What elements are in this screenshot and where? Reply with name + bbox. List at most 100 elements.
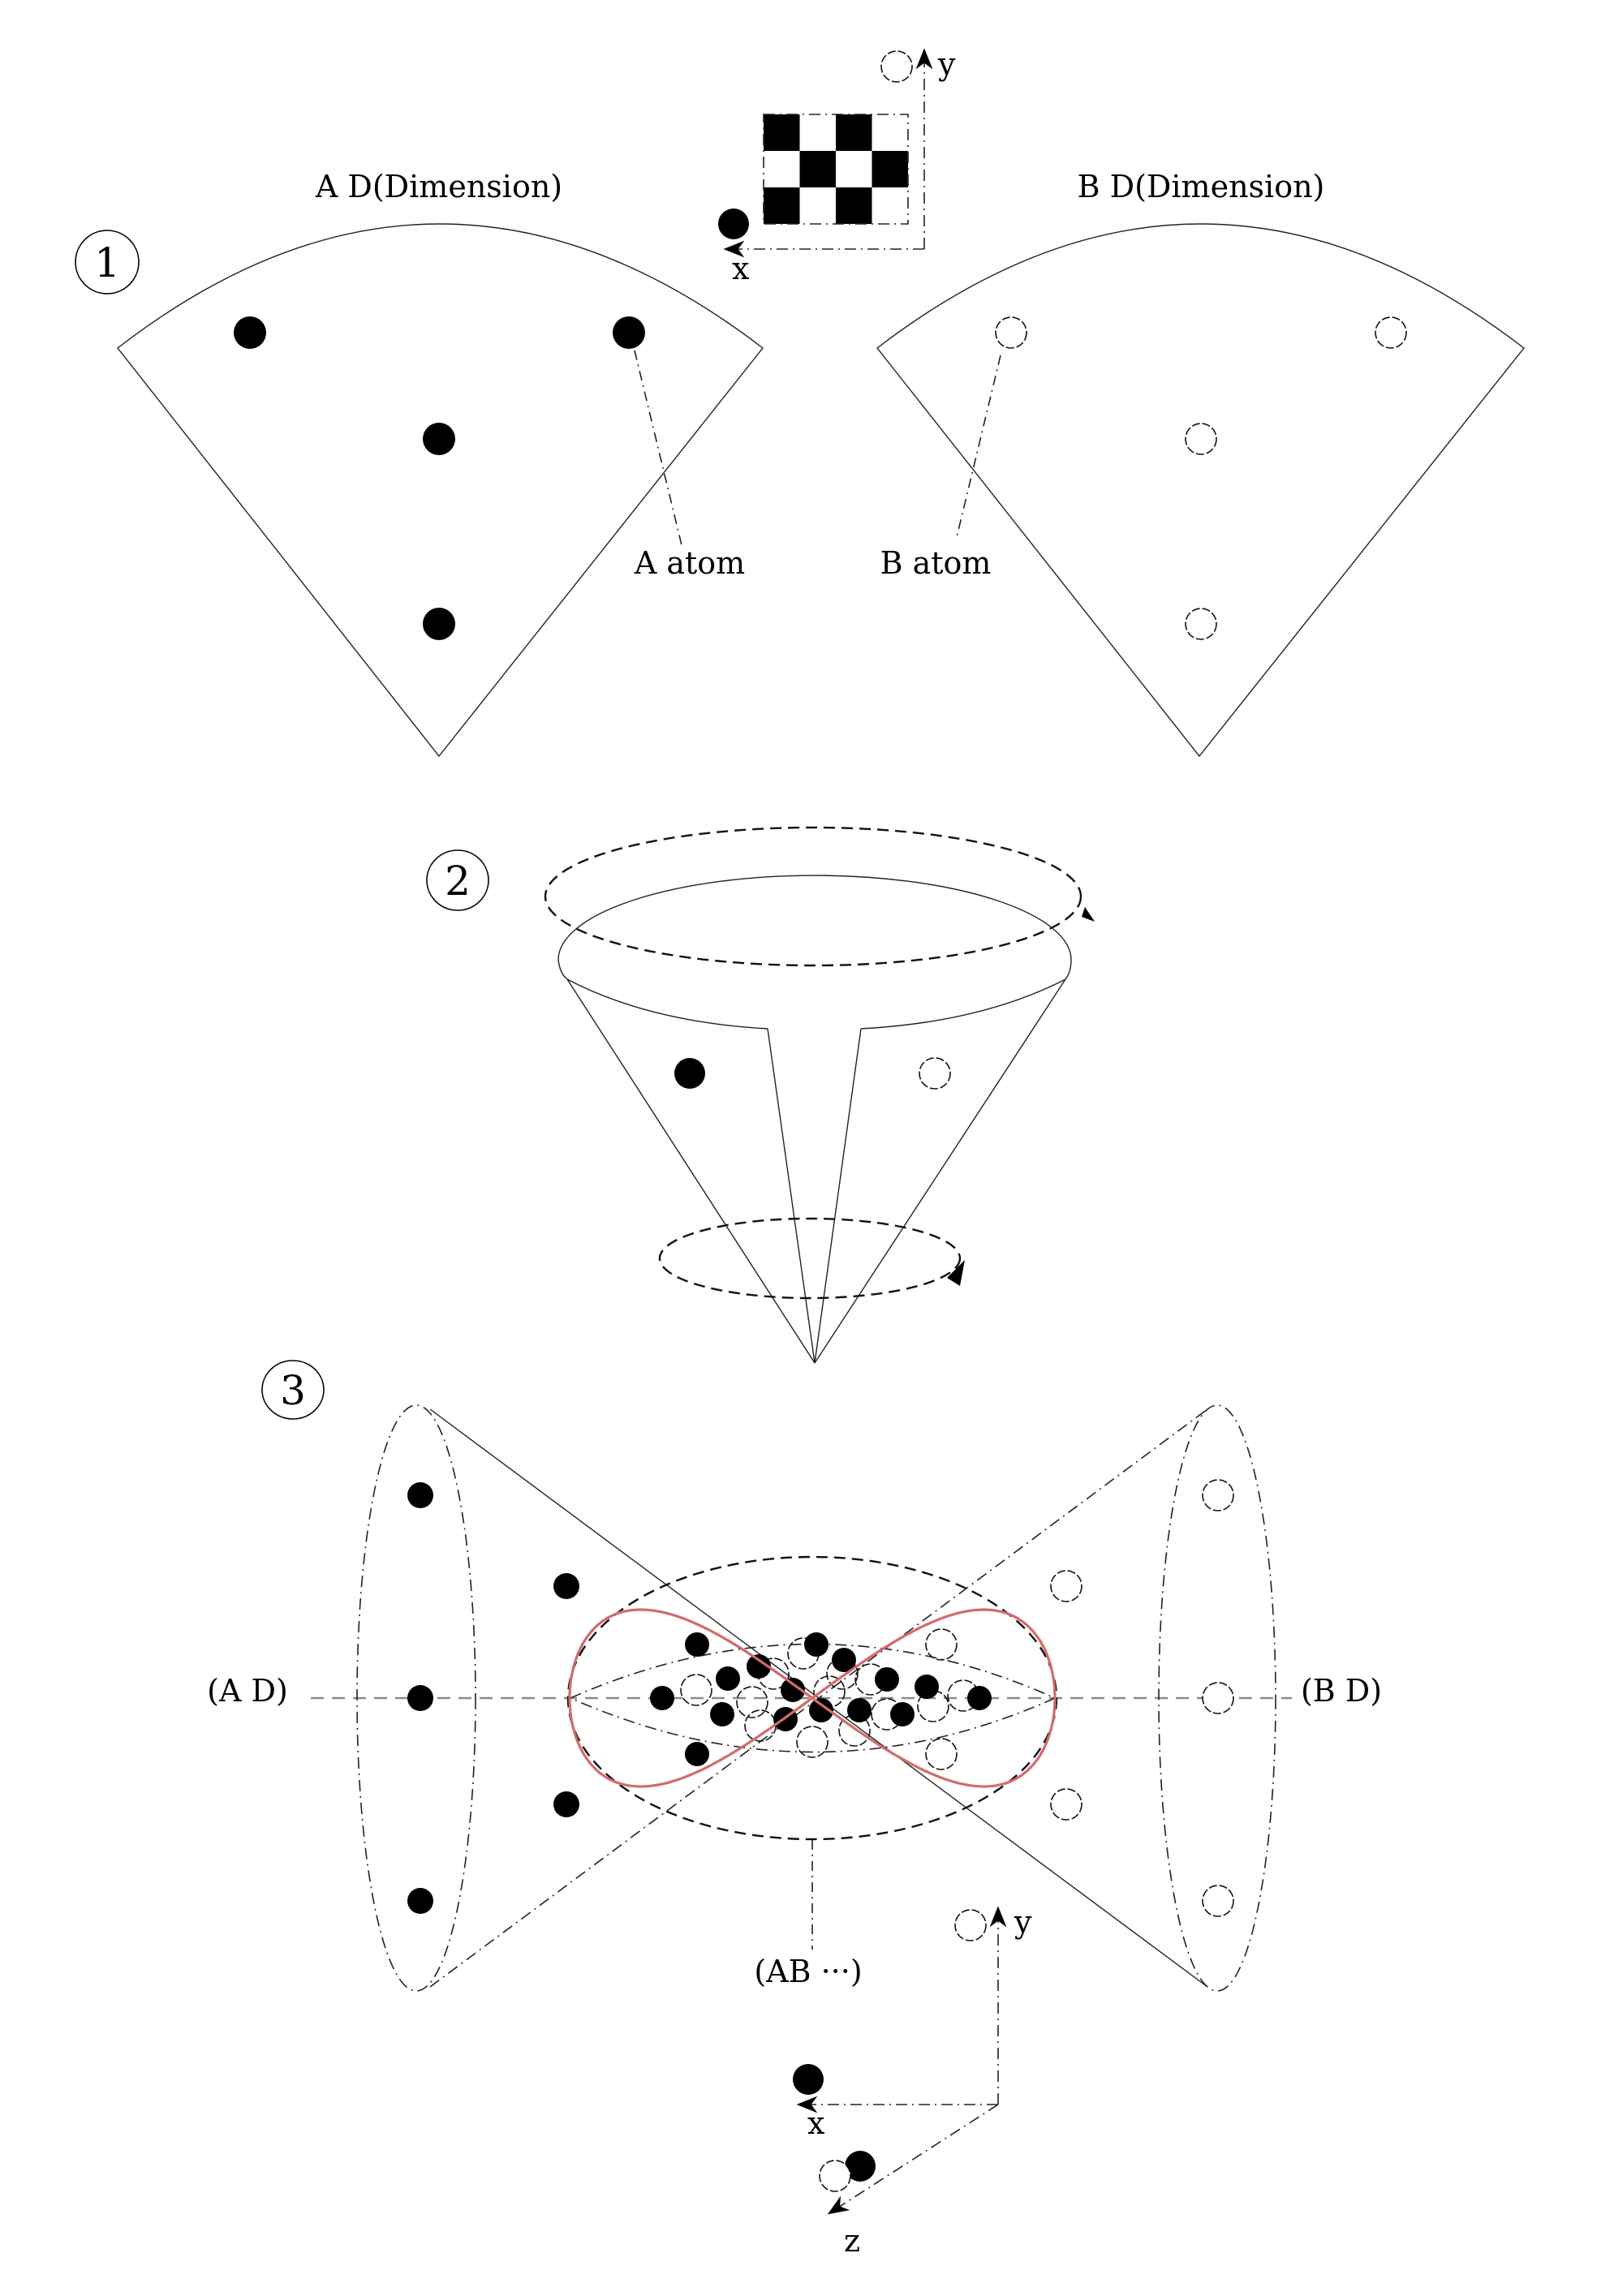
section-1: 1 A D(Dimension) B D(Dimension) A atom B… — [75, 169, 1525, 758]
b-atom — [917, 1690, 949, 1722]
hollow-atom-icon — [880, 50, 913, 83]
b-atom — [1202, 1682, 1234, 1714]
rotation-ellipse-top — [544, 826, 1082, 967]
top-axes-legend: y x — [718, 46, 956, 286]
b-dimension-sector — [876, 223, 1525, 758]
x-axis-label: x — [807, 2105, 824, 2141]
checker-cell — [872, 151, 908, 187]
b-atom — [1185, 423, 1217, 455]
b-atom — [1202, 1479, 1234, 1511]
a-dimension-axis-label: (A D) — [207, 1673, 288, 1709]
b-atom — [1185, 608, 1217, 640]
a-atom — [674, 1058, 705, 1089]
cone-edge — [767, 1028, 816, 1364]
filled-atom-icon — [718, 209, 749, 239]
b-atoms-outer — [1050, 1479, 1234, 1917]
step-number: 3 — [280, 1367, 306, 1414]
a-atom — [915, 1675, 939, 1699]
b-atom — [995, 316, 1027, 349]
b-atom-leader — [956, 355, 1001, 538]
a-atom — [875, 1667, 899, 1692]
a-atoms-center — [650, 1632, 992, 1766]
x-axis-label: x — [732, 251, 749, 286]
a-atom — [423, 608, 455, 640]
a-atom — [407, 1888, 433, 1914]
b-atom — [826, 1658, 859, 1690]
a-atom — [685, 1632, 709, 1657]
a-atom-callout: A atom — [634, 545, 745, 581]
step-marker-3: 3 — [261, 1360, 325, 1420]
a-dimension-title: A D(Dimension) — [315, 169, 562, 204]
section-2: 2 — [426, 826, 1095, 1364]
checker-cell — [764, 114, 800, 151]
step-marker-1: 1 — [75, 230, 140, 295]
section-3: 3 (AB ···) (A D) (B D) — [207, 1360, 1382, 1992]
a-atom — [804, 1632, 829, 1657]
a-atom — [781, 1678, 805, 1702]
checker-cell — [764, 187, 800, 224]
b-atom — [919, 1057, 951, 1090]
a-atom — [553, 1573, 579, 1599]
cone-edge — [814, 978, 1066, 1364]
checker-cell — [799, 151, 836, 187]
mixed-label: (AB ···) — [754, 1954, 862, 1989]
z-axis-arrow — [827, 2104, 999, 2215]
cone-rim-left — [557, 959, 768, 1030]
step-number: 1 — [94, 239, 120, 286]
b-atom — [1050, 1570, 1082, 1602]
checker-cell — [836, 187, 872, 224]
cone-edge — [814, 1028, 862, 1364]
cone-rim-right — [860, 959, 1072, 1030]
a-atom — [553, 1791, 579, 1817]
a-atom — [234, 316, 266, 349]
cone-edge — [566, 978, 816, 1364]
rotation-arrow-bottom-icon — [947, 1260, 965, 1286]
entanglement-lemniscate — [568, 1608, 1057, 1788]
a-atoms — [234, 316, 645, 640]
a-atom — [890, 1702, 915, 1726]
z-axis-label: z — [844, 2223, 860, 2259]
cone-rim-top — [557, 875, 1072, 961]
b-atom — [680, 1674, 712, 1706]
a-atom — [423, 423, 455, 455]
filled-atom-icon — [845, 2151, 876, 2182]
b-dimension-title: B D(Dimension) — [1078, 169, 1325, 204]
b-atom — [838, 1714, 871, 1747]
b-atoms — [995, 316, 1407, 640]
cone-line — [429, 1408, 1208, 1988]
b-atom-callout: B atom — [880, 545, 992, 581]
bottom-axes-legend: y x z — [793, 1904, 1032, 2259]
a-atom — [847, 1698, 872, 1722]
b-atom — [736, 1686, 768, 1718]
a-atom — [832, 1648, 856, 1672]
a-atom — [685, 1742, 709, 1766]
filled-atom-icon — [793, 2064, 824, 2095]
b-dimension-end-ellipse — [1158, 1404, 1276, 1992]
a-atom — [716, 1666, 740, 1691]
b-atom — [1050, 1788, 1082, 1821]
checker-border — [763, 114, 909, 225]
a-atom — [809, 1698, 833, 1722]
a-dimension-end-ellipse — [356, 1404, 476, 1992]
rotation-ellipse-bottom — [658, 1217, 962, 1300]
a-atom — [710, 1702, 734, 1726]
hollow-atom-icon — [954, 1909, 987, 1941]
checker-cell — [836, 114, 872, 151]
y-axis-label: y — [1014, 1904, 1032, 1940]
a-atom — [747, 1654, 771, 1679]
step-number: 2 — [445, 858, 471, 905]
step-marker-2: 2 — [426, 849, 489, 911]
b-atom — [1202, 1885, 1234, 1917]
b-atom — [925, 1738, 958, 1770]
a-dimension-sector — [117, 223, 764, 758]
a-atoms-outer — [407, 1482, 579, 1914]
a-atom-leader — [634, 350, 682, 546]
hollow-atom-icon — [819, 2160, 851, 2192]
a-atom — [650, 1686, 674, 1710]
b-dimension-axis-label: (B D) — [1301, 1673, 1382, 1709]
checkerboard-icon — [764, 114, 908, 224]
b-atom — [1375, 316, 1407, 349]
rotation-arrow-top-icon — [1082, 907, 1095, 922]
a-atom — [407, 1685, 433, 1711]
